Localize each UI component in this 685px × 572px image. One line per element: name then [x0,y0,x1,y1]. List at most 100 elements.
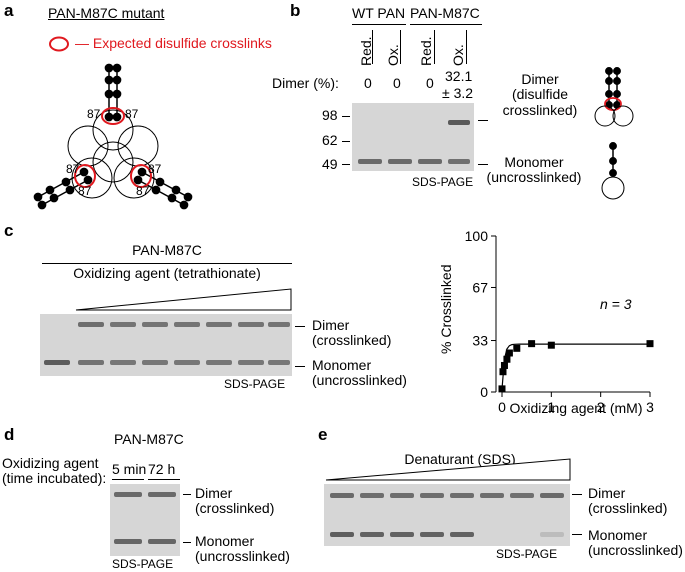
gel-caption: SDS-PAGE [224,377,286,391]
panel-b-letter: b [290,1,301,20]
dimer-band [148,492,176,497]
monomer-band [268,360,290,365]
dimer-schematic-icon [594,67,634,200]
dimer-label-e: Dimer (crosslinked) [588,485,667,517]
monomer-label-line: Monomer [312,357,372,373]
dimer-band [330,493,354,498]
monomer-label-d: Monomer (uncrosslinked) [195,533,290,565]
x-tick-label: 0 [498,399,506,415]
monomer-label-line: Monomer [195,533,255,549]
dimer-label-line: Dimer [195,485,233,501]
data-point [528,340,536,348]
residue-label: 87 [148,162,162,176]
dimer-label-line: (crosslinked) [312,332,392,349]
panel-c-letter: c [4,221,14,240]
dimer-percent-header: Dimer (%): [272,75,339,91]
dimer-label-d: Dimer (crosslinked) [195,485,274,517]
monomer-label-line: (uncrosslinked) [195,548,290,565]
row-label-line: Oxidizing agent [2,455,99,471]
dimer-pointer [295,326,305,327]
dimer-value: 0 [364,75,372,91]
lane-divider [400,30,401,64]
data-point [500,361,508,369]
dimer-band [360,493,384,498]
dimer-label-line: Dimer [588,485,626,501]
dimer-band [420,493,444,498]
monomer-band [114,539,142,544]
data-point [499,368,507,376]
y-tick-label: 0 [480,384,488,400]
monomer-label-e: Monomer (uncrosslinked) [588,527,683,559]
dimer-value: 32.1 [445,68,473,84]
mw-marker: 49 [322,156,338,172]
monomer-band [390,532,414,537]
data-point [646,340,654,348]
dimer-band [78,322,104,327]
dimer-band [510,493,534,498]
group-label-mut: PAN-M87C [410,5,480,21]
dimer-error: ± 3.2 [442,85,474,101]
y-tick-label: 33 [472,333,488,349]
x-tick-label: 2 [597,399,605,415]
dimer-band [110,322,136,327]
dimer-label-line: Dimer [312,317,350,333]
monomer-band [174,360,200,365]
monomer-band [540,532,564,537]
dimer-band [142,322,168,327]
lane-label: Red. [418,36,434,66]
group-underline [352,24,406,25]
dimer-label-c: Dimer (crosslinked) [312,317,392,349]
dimer-band [540,493,564,498]
data-point [513,344,521,352]
dimer-band [238,322,264,327]
dimer-band [114,492,142,497]
mw-marker: 98 [322,107,338,123]
concentration-wedge-icon [75,288,292,311]
group-label-wt: WT PAN [352,5,406,21]
gel-caption: SDS-PAGE [412,175,474,189]
mw-marker: 62 [322,132,338,148]
dimer-band [268,322,290,327]
panel-c-subtitle: Oxidizing agent (tetrathionate) [73,265,261,281]
monomer-label-line: (uncrosslinked) [486,169,582,186]
monomer-pointer [183,542,191,543]
chart-points [498,340,654,393]
monomer-pointer [295,366,305,367]
monomer-label-line: (uncrosslinked) [312,372,407,389]
monomer-band [238,360,264,365]
panel-d-letter: d [4,425,15,444]
data-point [498,385,506,393]
monomer-band [420,532,444,537]
dimer-band [448,120,470,125]
row-label-line: (time incubated): [2,470,107,487]
dimer-band [390,493,414,498]
chart-fit-line [501,343,650,389]
monomer-band [206,360,232,365]
monomer-band [142,360,168,365]
fit-curve [501,343,650,389]
gel-image-b [352,103,474,171]
gel-caption: SDS-PAGE [496,547,558,561]
denaturant-wedge-icon [325,458,571,481]
dimer-value: 0 [426,75,434,91]
residue-label: 87 [136,184,150,198]
residue-label: 87 [66,162,80,176]
lane-underline [112,479,144,480]
data-point [505,349,513,357]
gel-caption: SDS-PAGE [112,557,174,571]
monomer-schematic-icon [601,176,625,200]
dimer-pointer [183,494,191,495]
monomer-band [44,360,70,365]
panel-e-title: Denaturant (SDS) [404,451,516,467]
monomer-band [358,159,382,164]
residue-label: 87 [78,184,92,198]
legend-circle-icon [49,36,69,52]
data-point [547,341,555,349]
dimer-band [174,322,200,327]
gel-image-c [40,314,292,376]
dimer-label-b: Dimer (disulfide crosslinked) [490,71,590,118]
monomer-band [450,532,474,537]
title-rule [42,263,292,264]
gel-image-e [324,484,570,546]
